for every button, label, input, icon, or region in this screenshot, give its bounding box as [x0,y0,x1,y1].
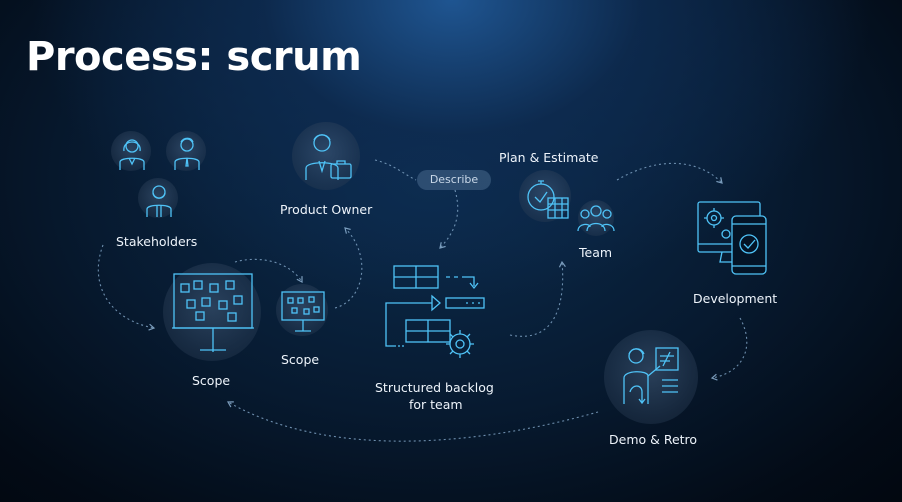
arrow-backlog-to-team [509,260,566,337]
arrow-describe-to-backlog [439,189,459,249]
arrow-development-to-demo [710,317,748,381]
team-label: Team [579,245,613,260]
stakeholder-female-icon [119,139,145,170]
product-owner-disc [292,122,360,190]
backlog-label-line2: for team [409,397,463,412]
stakeholder-male-icon [174,137,200,170]
arrow-stakeholders-to-scope [97,244,156,331]
stopwatch-calendar-icon [527,180,569,219]
product-owner-label: Product Owner [280,202,373,217]
scope-large-label: Scope [192,373,231,388]
scope-small-label: Scope [281,352,320,367]
demo-presenter-icon [623,347,679,405]
arrow-demo-to-scope [226,401,599,442]
scope-board-small-icon [281,291,325,332]
product-owner-icon [305,134,352,180]
arrow-product-owner-to-describe [374,159,417,181]
team-icon [577,205,615,232]
development-label: Development [693,291,778,306]
describe-badge: Describe [417,170,491,190]
stakeholder-bearded-icon [146,185,172,217]
scope-board-large-icon [172,273,254,352]
arrow-scope-small-to-product-owner [334,227,363,309]
page-title: Process: scrum [26,34,362,80]
stakeholders-label: Stakeholders [116,234,198,249]
scope-large-disc [163,263,261,361]
structured-backlog-icon [385,265,485,358]
backlog-label-line1: Structured backlog [375,380,494,395]
demo-retro-label: Demo & Retro [609,432,698,447]
arrow-plan-to-development [616,162,723,184]
plan-estimate-label: Plan & Estimate [499,150,599,165]
development-devices-icon [697,201,767,275]
demo-retro-disc [604,330,698,424]
